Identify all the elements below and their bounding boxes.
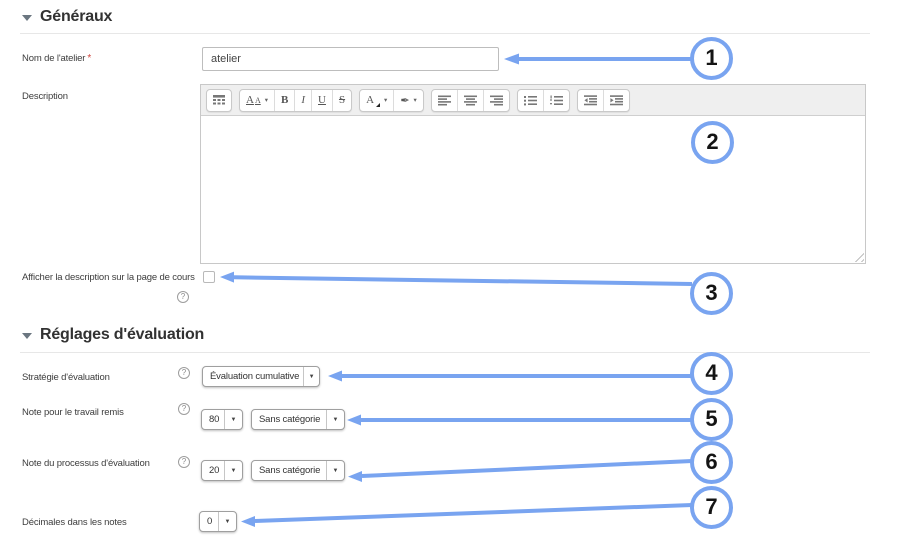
annotation-marker-1: 1 <box>690 37 733 80</box>
help-icon[interactable]: ? <box>178 456 190 468</box>
description-textarea[interactable] <box>201 116 865 263</box>
submission-category-value: Sans catégorie <box>259 414 321 425</box>
assessment-grade-value: 20 <box>209 465 220 476</box>
show-description-label: Afficher la description sur la page de c… <box>22 272 195 283</box>
annotation-marker-5: 5 <box>690 398 733 441</box>
bullet-list-icon[interactable] <box>518 90 543 111</box>
chevron-down-icon: ▼ <box>326 410 344 429</box>
align-left-icon[interactable] <box>432 90 457 111</box>
align-center-icon[interactable] <box>456 89 483 111</box>
toolbar-expand-icon[interactable] <box>207 90 231 111</box>
chevron-down-icon: ▾ <box>384 96 388 104</box>
annotation-marker-3: 3 <box>690 272 733 315</box>
chevron-down-icon: ▾ <box>264 96 268 104</box>
section-header-grading[interactable]: Réglages d'évaluation <box>22 326 204 344</box>
submission-grade-select[interactable]: 80 ▼ <box>201 409 243 430</box>
align-right-icon[interactable] <box>482 89 509 111</box>
section-divider <box>20 33 870 34</box>
collapse-triangle-icon <box>22 333 32 339</box>
strategy-select[interactable]: Évaluation cumulative ▼ <box>202 366 320 387</box>
italic-button[interactable]: I <box>294 89 311 111</box>
name-label: Nom de l'atelier* <box>22 53 92 64</box>
annotation-marker-6: 6 <box>690 441 733 484</box>
assessment-category-value: Sans catégorie <box>259 465 321 476</box>
text-color-button[interactable]: A▾ <box>360 90 393 111</box>
collapse-triangle-icon <box>22 15 32 21</box>
color-swatch-icon <box>376 102 381 107</box>
assessment-grade-label: Note du processus d'évaluation <box>22 458 150 469</box>
bold-button[interactable]: B <box>274 89 294 111</box>
decimals-value: 0 <box>207 516 213 527</box>
description-label: Description <box>22 91 68 102</box>
indent-icon[interactable] <box>602 89 629 111</box>
section-title: Généraux <box>40 8 113 25</box>
strategy-label: Stratégie d'évaluation <box>22 372 110 383</box>
assessment-grade-select[interactable]: 20 ▼ <box>201 460 243 481</box>
resize-handle[interactable] <box>851 249 864 262</box>
chevron-down-icon: ▼ <box>303 367 319 386</box>
assessment-category-select[interactable]: Sans catégorie ▼ <box>251 460 345 481</box>
numbered-list-icon[interactable] <box>542 89 569 111</box>
strategy-select-value: Évaluation cumulative <box>210 371 300 382</box>
submission-grade-label: Note pour le travail remis <box>22 407 124 418</box>
workshop-name-input[interactable] <box>202 47 499 71</box>
annotation-marker-4: 4 <box>690 352 733 395</box>
outdent-icon[interactable] <box>578 90 603 111</box>
section-divider <box>20 352 870 353</box>
required-asterisk: * <box>87 53 92 64</box>
submission-category-select[interactable]: Sans catégorie ▼ <box>251 409 345 430</box>
help-icon[interactable]: ? <box>177 291 189 303</box>
strikethrough-button[interactable]: S <box>331 89 351 111</box>
submission-grade-value: 80 <box>209 414 220 425</box>
chevron-down-icon: ▼ <box>218 512 236 531</box>
annotation-marker-2: 2 <box>691 121 734 164</box>
pen-icon: ✒ <box>400 93 410 107</box>
help-icon[interactable]: ? <box>178 403 190 415</box>
chevron-down-icon: ▾ <box>413 96 417 104</box>
section-header-general[interactable]: Généraux <box>22 8 112 26</box>
chevron-down-icon: ▼ <box>224 461 242 480</box>
underline-button[interactable]: U <box>311 89 332 111</box>
decimals-select[interactable]: 0 ▼ <box>199 511 237 532</box>
show-description-checkbox[interactable] <box>203 271 215 283</box>
chevron-down-icon: ▼ <box>326 461 344 480</box>
help-icon[interactable]: ? <box>178 367 190 379</box>
section-title: Réglages d'évaluation <box>40 326 205 343</box>
decimals-label: Décimales dans les notes <box>22 517 127 528</box>
highlight-pen-button[interactable]: ✒▾ <box>393 89 422 111</box>
annotation-marker-7: 7 <box>690 486 733 529</box>
chevron-down-icon: ▼ <box>224 410 242 429</box>
